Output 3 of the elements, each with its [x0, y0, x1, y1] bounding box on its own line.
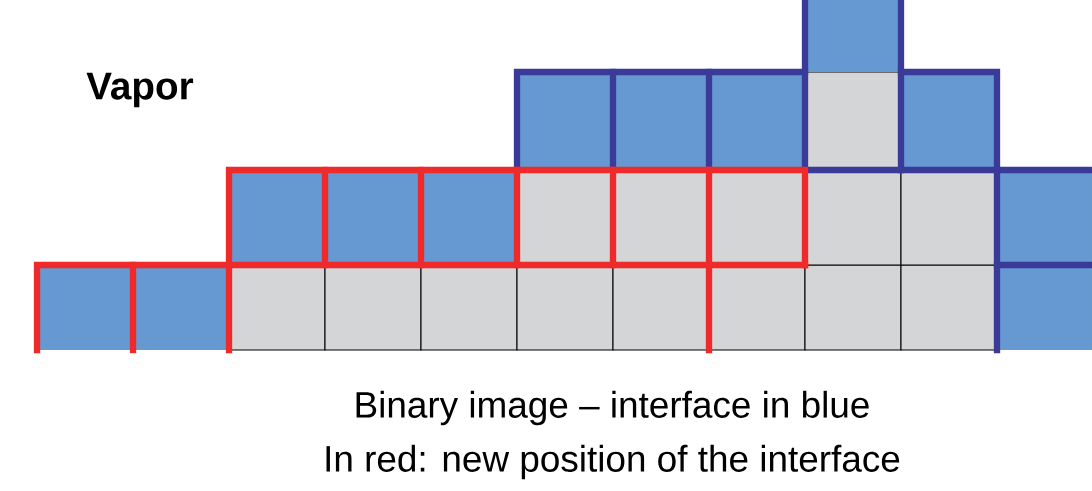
region-label: Vapor [86, 72, 194, 108]
caption-text: In red: new position of the interface [326, 444, 900, 480]
caption-text: Binary image – interface in blue [356, 390, 869, 426]
